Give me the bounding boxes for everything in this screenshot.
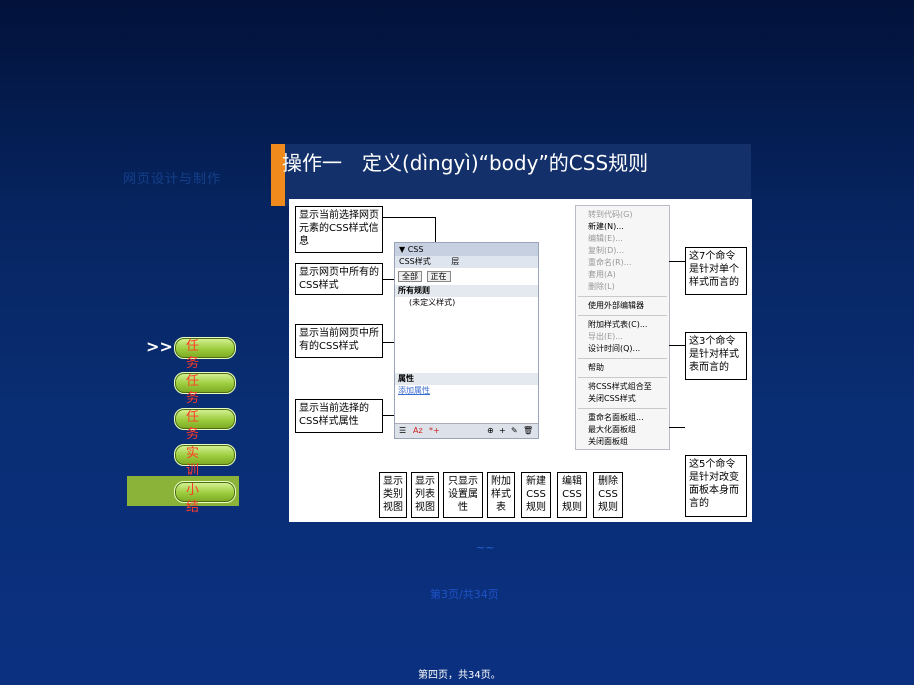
rules-list-area: [395, 309, 538, 373]
label-category-view: 显示类别视图: [379, 472, 407, 518]
all-rules-header: 所有规则: [395, 285, 538, 297]
arrow-line: [383, 217, 435, 218]
faint-course-title: 网页设计与制作: [123, 172, 222, 187]
menu-item[interactable]: 最大化面板组: [588, 425, 636, 434]
arrow-line: [669, 427, 685, 428]
operation-title: 操作一 定义(dìngyì)“body”的CSS规则: [282, 151, 649, 175]
all-button[interactable]: 全部: [398, 271, 422, 282]
menu-item[interactable]: 导出(E)...: [588, 332, 623, 341]
css-panel-screenshot: 显示当前选择网页元素的CSS样式信息 显示网页中所有的CSS样式 显示当前网页中…: [289, 199, 752, 522]
label-new-rule: 新建CSS规则: [521, 472, 551, 518]
properties-header: 属性: [395, 373, 538, 385]
nav-practice-label: 实训: [186, 446, 200, 478]
callout-stylesheet-commands: 这3个命令是针对样式表而言的: [685, 332, 747, 380]
nav-dots[interactable]: ~~: [476, 541, 495, 554]
menu-item[interactable]: 使用外部编辑器: [588, 301, 644, 310]
callout-current-selection: 显示当前选择网页元素的CSS样式信息: [295, 206, 383, 253]
rule-item[interactable]: (未定义样式): [409, 298, 456, 307]
arrow-line: [669, 261, 685, 262]
nav-practice-button[interactable]: [174, 444, 236, 466]
nav-task1-button[interactable]: [174, 337, 236, 359]
label-edit-rule: 编辑CSS规则: [557, 472, 587, 518]
label-set-props: 只显示设置属性: [443, 472, 483, 518]
label-attach-style: 附加样式表: [487, 472, 515, 518]
menu-item[interactable]: 将CSS样式组合至: [588, 382, 652, 391]
category-view-icon[interactable]: ☰: [399, 426, 407, 435]
menu-item[interactable]: 套用(A): [588, 270, 616, 279]
set-props-icon[interactable]: *+: [429, 426, 440, 435]
panel-mode-buttons: 全部 正在: [395, 268, 538, 285]
callout-panel-commands: 这5个命令是针对改变面板本身而言的: [685, 455, 747, 517]
list-view-icon[interactable]: Az: [413, 426, 423, 435]
attach-style-icon[interactable]: ⊕: [487, 426, 494, 435]
edit-rule-icon[interactable]: ✎: [511, 426, 518, 435]
menu-item[interactable]: 复制(D)...: [588, 246, 625, 255]
menu-item[interactable]: 关闭面板组: [588, 437, 628, 446]
delete-rule-icon[interactable]: 🗑: [523, 426, 534, 435]
nav-summary-button[interactable]: [174, 481, 236, 503]
panel-toolbar: ☰ Az *+ ⊕ + ✎ 🗑: [395, 423, 538, 438]
arrow-line: [383, 342, 401, 343]
title-banner: [271, 144, 751, 206]
current-button[interactable]: 正在: [426, 271, 451, 282]
menu-item[interactable]: 关闭CSS样式: [588, 394, 636, 403]
callout-page-styles: 显示当前网页中所有的CSS样式: [295, 324, 383, 358]
menu-item[interactable]: 重命名面板组...: [588, 413, 644, 422]
add-property-link[interactable]: 添加属性: [398, 386, 430, 395]
page-indicator: 第3页/共34页: [430, 588, 499, 601]
menu-item[interactable]: 设计时间(Q)...: [588, 344, 641, 353]
nav-task3-button[interactable]: [174, 408, 236, 430]
new-rule-icon[interactable]: +: [499, 426, 506, 435]
callout-single-style-commands: 这7个命令是针对单个样式而言的: [685, 247, 747, 295]
arrow-line: [383, 279, 401, 280]
nav-arrow-icon: >>: [146, 337, 173, 356]
menu-item[interactable]: 编辑(E)...: [588, 234, 623, 243]
arrow-line: [383, 415, 401, 416]
callout-all-styles: 显示网页中所有的CSS样式: [295, 263, 383, 295]
panel-header[interactable]: ▼ CSS: [395, 243, 538, 256]
menu-item[interactable]: 转到代码(G): [588, 210, 633, 219]
menu-item[interactable]: 帮助: [588, 363, 604, 372]
footer-page-text: 第四页，共34页。: [418, 670, 501, 681]
css-styles-panel: ▼ CSS CSS样式 层 全部 正在 所有规则 (未定义样式) 属性 添加属性…: [394, 242, 539, 439]
tab-layers[interactable]: 层: [451, 257, 460, 266]
callout-style-props: 显示当前选择的CSS样式属性: [295, 399, 383, 433]
menu-item[interactable]: 附加样式表(C)...: [588, 320, 648, 329]
nav-summary-label: 小结: [186, 483, 200, 515]
tab-css-styles[interactable]: CSS样式: [399, 257, 431, 266]
nav-task2-button[interactable]: [174, 372, 236, 394]
menu-item[interactable]: 删除(L): [588, 282, 615, 291]
panel-tabs: CSS样式 层: [395, 256, 538, 268]
menu-item[interactable]: 重命名(R)...: [588, 258, 632, 267]
label-list-view: 显示列表视图: [411, 472, 439, 518]
panel-context-menu: 转到代码(G) 新建(N)... 编辑(E)... 复制(D)... 重命名(R…: [575, 205, 670, 450]
menu-item[interactable]: 新建(N)...: [588, 222, 624, 231]
arrow-line: [669, 345, 685, 346]
label-delete-rule: 删除CSS规则: [593, 472, 623, 518]
